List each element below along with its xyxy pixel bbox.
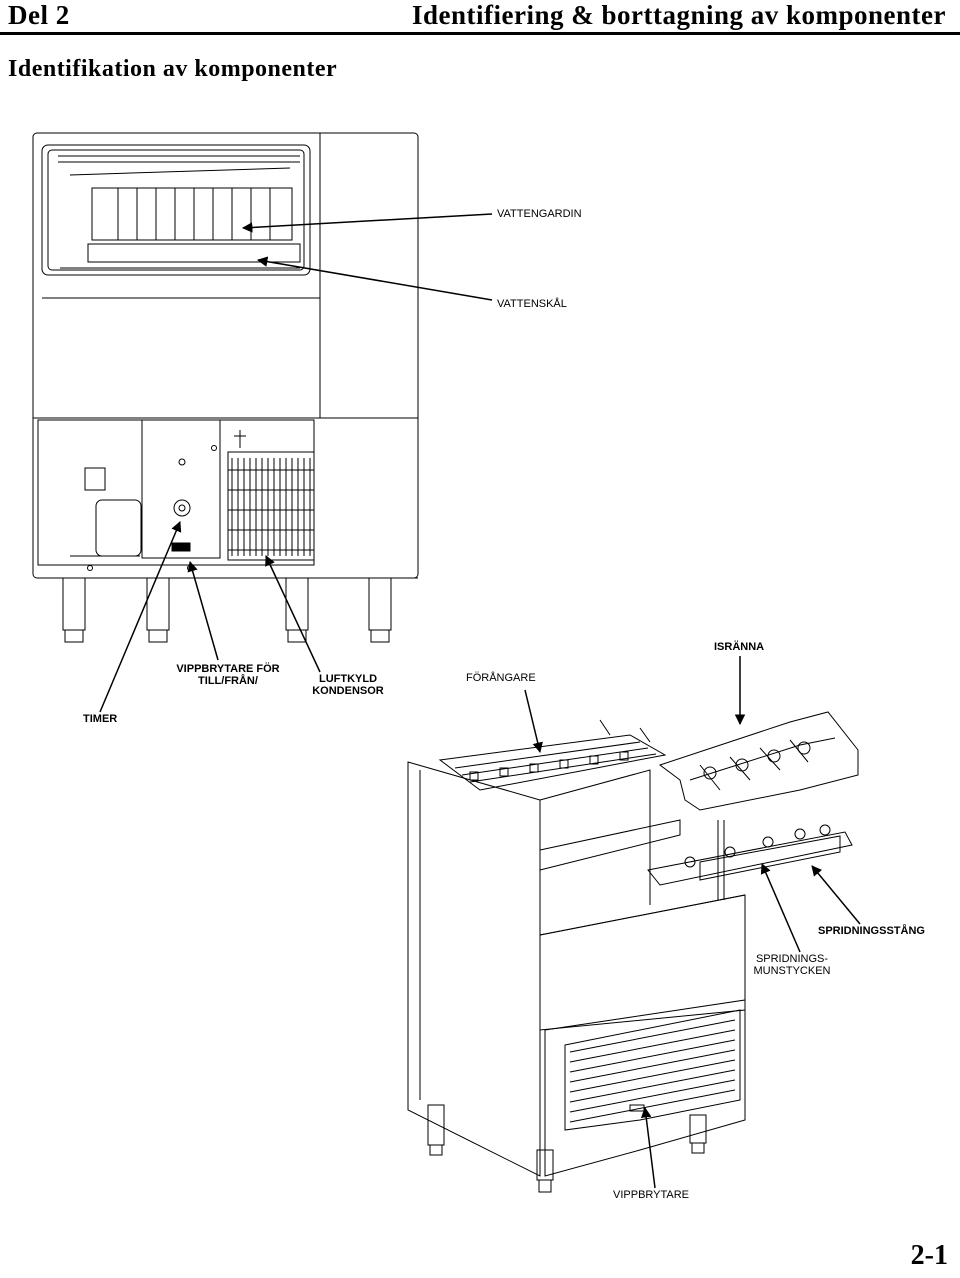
callout-toggle-switch-2: VIPPBRYTARE: [613, 1189, 690, 1201]
water-trough: [87, 243, 301, 263]
water-curtain: [91, 187, 293, 241]
cabinet-outline: [32, 132, 419, 579]
page-title: Identifiering & borttagning av komponent…: [412, 0, 946, 30]
header-rule: [0, 32, 960, 35]
control-box: [141, 419, 221, 559]
callout-ice-chute: ISRÄNNA: [714, 641, 765, 653]
ice-chute: [658, 711, 859, 811]
compressor: [95, 499, 142, 557]
front-view-figure: [32, 132, 419, 643]
legs: [62, 577, 392, 643]
callout-evaporator: FÖRÅNGARE: [466, 672, 536, 684]
callout-spray-nozzles: SPRIDNINGS- MUNSTYCKEN: [742, 953, 842, 977]
callout-nozzles-line1: SPRIDNINGS-: [755, 953, 829, 965]
page-number: 2-1: [910, 1240, 948, 1271]
evaporator: [438, 719, 667, 791]
callout-condenser-line1: LUFTKYLD: [318, 673, 378, 685]
part-label: Del 2: [8, 0, 70, 30]
air-cooled-condenser: [227, 451, 315, 561]
callout-nozzles-line2: MUNSTYCKEN: [753, 965, 831, 977]
callout-toggle-switch-line2: TILL/FRÅN/: [198, 675, 258, 687]
perspective-view-figure: [407, 711, 859, 1193]
spray-bar: [647, 820, 853, 900]
callout-condenser: LUFTKYLD KONDENSOR: [300, 673, 396, 697]
callout-spray-bar: SPRIDNINGSSTÅNG: [818, 925, 925, 937]
callout-water-trough: VATTENSKÅL: [497, 298, 567, 310]
callout-toggle-switch-line1: VIPPBRYTARE FÖR: [176, 663, 280, 675]
door-window: [41, 144, 311, 276]
legs-perspective: [427, 1104, 707, 1193]
callout-toggle-switch-1: VIPPBRYTARE FÖR TILL/FRÅN/: [168, 663, 288, 687]
callout-condenser-line2: KONDENSOR: [312, 685, 384, 697]
bin-door: [539, 894, 746, 1031]
callout-timer: TIMER: [83, 713, 118, 725]
section-title: Identifikation av komponenter: [8, 56, 338, 82]
callout-water-curtain: VATTENGARDIN: [497, 208, 582, 220]
